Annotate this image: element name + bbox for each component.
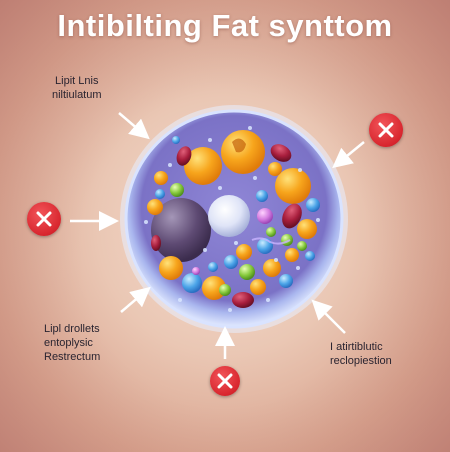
arrow-icon	[332, 141, 365, 169]
pink-vesicle	[192, 267, 200, 275]
label-bottom-right: I atirtiblutic reclopiestion	[330, 340, 392, 368]
blue-vesicle	[305, 251, 315, 261]
red-organelle	[176, 146, 192, 166]
lipid-droplet	[268, 162, 282, 176]
lipid-droplet	[202, 276, 226, 300]
label-top-left-line-1: Lipit Lnis	[55, 75, 99, 87]
green-vesicle	[219, 284, 231, 296]
label-bottom-left-line-1: Lipl drollets	[44, 323, 100, 335]
red-organelle	[232, 292, 254, 308]
green-vesicle	[239, 264, 255, 280]
x-circle-icon	[369, 113, 403, 147]
lipid-droplet	[275, 168, 311, 204]
small-granules	[144, 126, 320, 312]
x-circle-icon	[27, 202, 61, 236]
reticulum-strand	[251, 237, 291, 245]
label-bottom-right-line-2: reclopiestion	[330, 355, 392, 367]
blue-vesicle	[279, 274, 293, 288]
label-bottom-left-line-3: Restrectum	[44, 351, 101, 363]
label-bottom-left: Lipl drollets entoplysic Restrectum	[44, 322, 100, 364]
lipid-droplet	[297, 219, 317, 239]
x-circle-icon	[210, 366, 240, 396]
green-vesicle	[281, 234, 293, 246]
lipid-droplet	[154, 171, 168, 185]
blue-vesicle	[257, 238, 273, 254]
nucleus	[151, 198, 211, 262]
red-organelle	[282, 203, 302, 229]
arrow-icon	[120, 286, 151, 313]
blue-vesicle	[172, 136, 180, 144]
blue-vesicle	[182, 273, 202, 293]
blue-vesicle	[306, 198, 320, 212]
lipid-droplet	[147, 199, 163, 215]
lipid-droplet	[263, 259, 281, 277]
lipid-droplet	[159, 256, 183, 280]
arrow-icon	[311, 299, 346, 334]
diagram-title: Intibilting Fat synttom	[57, 8, 393, 43]
lipid-droplet	[250, 279, 266, 295]
pearl-vesicle	[208, 195, 250, 237]
lipid-droplet-core	[232, 138, 246, 153]
blue-vesicle	[256, 190, 268, 202]
green-vesicle	[170, 183, 184, 197]
lipid-droplet	[184, 147, 222, 185]
blue-vesicle	[208, 262, 218, 272]
lipid-droplet	[221, 130, 265, 174]
label-top-left-line-2: niltiulatum	[52, 89, 102, 101]
red-organelle	[270, 144, 292, 162]
label-bottom-right-line-1: I atirtiblutic	[330, 341, 383, 353]
lipid-droplet	[285, 248, 299, 262]
label-bottom-left-line-2: entoplysic	[44, 337, 93, 349]
green-vesicle	[266, 227, 276, 237]
green-vesicle	[297, 241, 307, 251]
blue-vesicle	[155, 189, 165, 199]
arrow-icon	[118, 112, 150, 140]
pink-vesicle	[257, 208, 273, 224]
label-top-left: Lipit Lnis niltiulatum	[52, 74, 102, 102]
blue-vesicle	[224, 255, 238, 269]
lipid-droplet	[236, 244, 252, 260]
red-organelle	[151, 235, 161, 251]
